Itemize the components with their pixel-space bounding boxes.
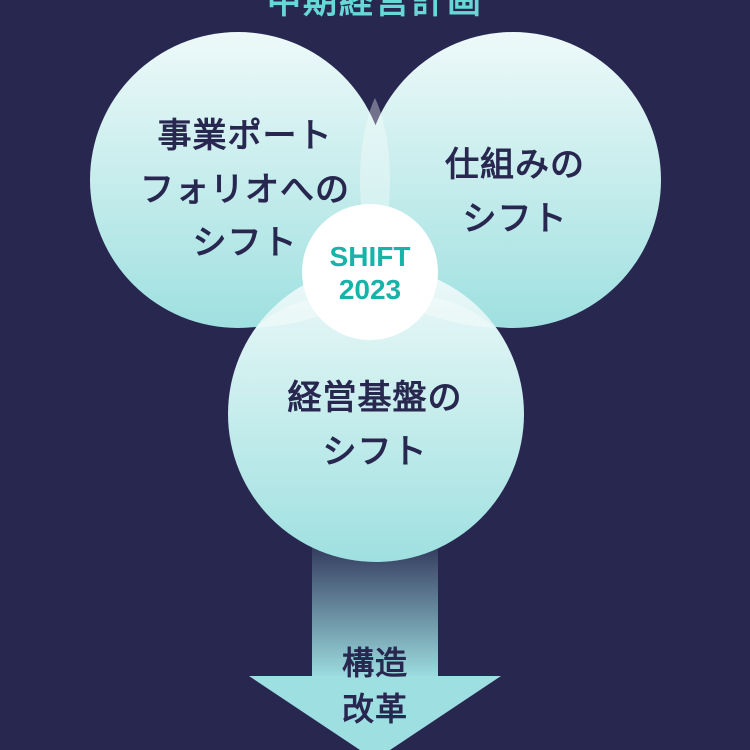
- circle-label-management-foundation: 経営基盤の シフト: [287, 378, 463, 472]
- arrow-head: [249, 676, 501, 750]
- circle-label-business-portfolio: 事業ポート フォリオへの シフト: [140, 116, 350, 264]
- arrow-stem: [312, 540, 438, 680]
- circle-mechanism: [365, 32, 661, 328]
- diagram-heading: 中期経営計画: [267, 0, 483, 22]
- center-badge-label: SHIFT 2023: [329, 241, 411, 306]
- center-badge-circle: [302, 204, 438, 340]
- structural-reform-arrow: [249, 540, 501, 750]
- arrow-label: 構造 改革: [341, 644, 408, 729]
- circle-label-mechanism: 仕組みの シフト: [445, 145, 585, 239]
- circle-management-foundation: [228, 266, 524, 562]
